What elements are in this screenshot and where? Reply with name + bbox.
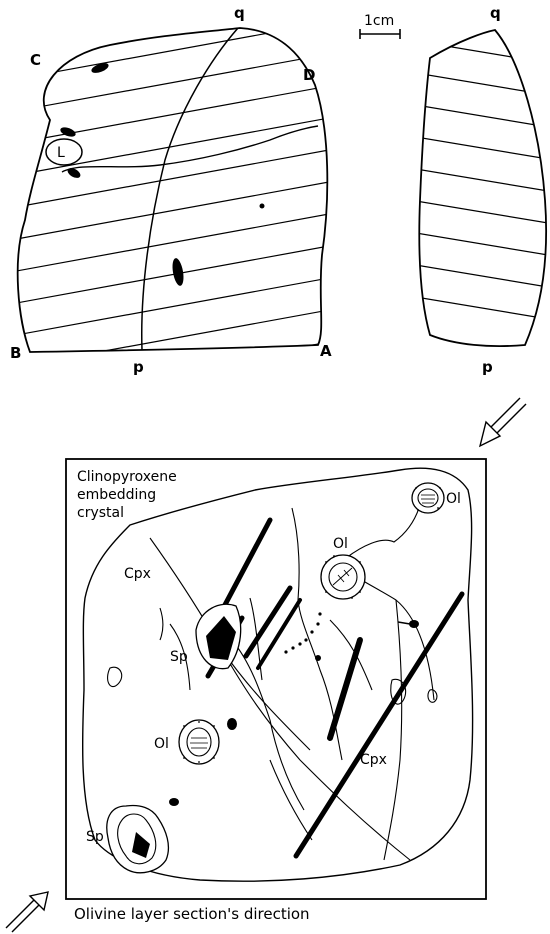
- title-line-3: crystal: [77, 505, 124, 521]
- inclusion-l: L: [46, 139, 82, 165]
- olivine-grain-top: [412, 483, 444, 513]
- corner-label-c: C: [30, 51, 41, 69]
- olivine-grain-mid: [321, 555, 365, 599]
- title-line-2: embedding: [77, 487, 156, 503]
- trace-top-label: q: [234, 4, 245, 22]
- title-line-1: Clinopyroxene: [77, 469, 177, 485]
- sp-label-lower: Sp: [86, 829, 104, 845]
- scale-bar-label: 1cm: [364, 13, 394, 29]
- caption: Olivine layer section's direction: [74, 905, 310, 923]
- section-bottom-label: p: [482, 358, 493, 376]
- cpx-label-left: Cpx: [124, 566, 151, 582]
- scale-bar: 1cm: [360, 13, 400, 39]
- spinel-grain-upper: [196, 604, 241, 668]
- corner-label-d: D: [303, 66, 315, 84]
- spinel-spot: [260, 204, 265, 209]
- spinel-spot: [59, 126, 77, 139]
- small-arrow: [398, 620, 419, 628]
- spinel-grain-lower: [107, 806, 169, 873]
- olivine-grain-low: [179, 720, 219, 764]
- crystal-cracks: [108, 505, 437, 860]
- corner-label-b: B: [10, 344, 21, 362]
- opaque-blob: [315, 655, 321, 661]
- cpx-label-right: Cpx: [360, 752, 387, 768]
- specimen-fracture: [62, 126, 318, 172]
- direction-arrow-lower: [6, 892, 48, 932]
- ol-label-low: Ol: [154, 736, 169, 752]
- corner-label-a: A: [320, 342, 332, 360]
- section-trace-pq: [142, 28, 238, 350]
- ol-label-mid: Ol: [333, 536, 348, 552]
- cross-section-layer-lines: [410, 40, 550, 321]
- ol-label-top: Ol: [446, 491, 461, 507]
- specimen-outline: [18, 28, 328, 352]
- sp-label-upper: Sp: [170, 649, 188, 665]
- section-top-label: q: [490, 4, 501, 22]
- opaque-blob: [169, 798, 179, 806]
- trace-bottom-label: p: [133, 358, 144, 376]
- inclusion-label: L: [57, 145, 65, 161]
- direction-arrow-upper: [480, 398, 526, 446]
- opaque-blob: [227, 718, 237, 730]
